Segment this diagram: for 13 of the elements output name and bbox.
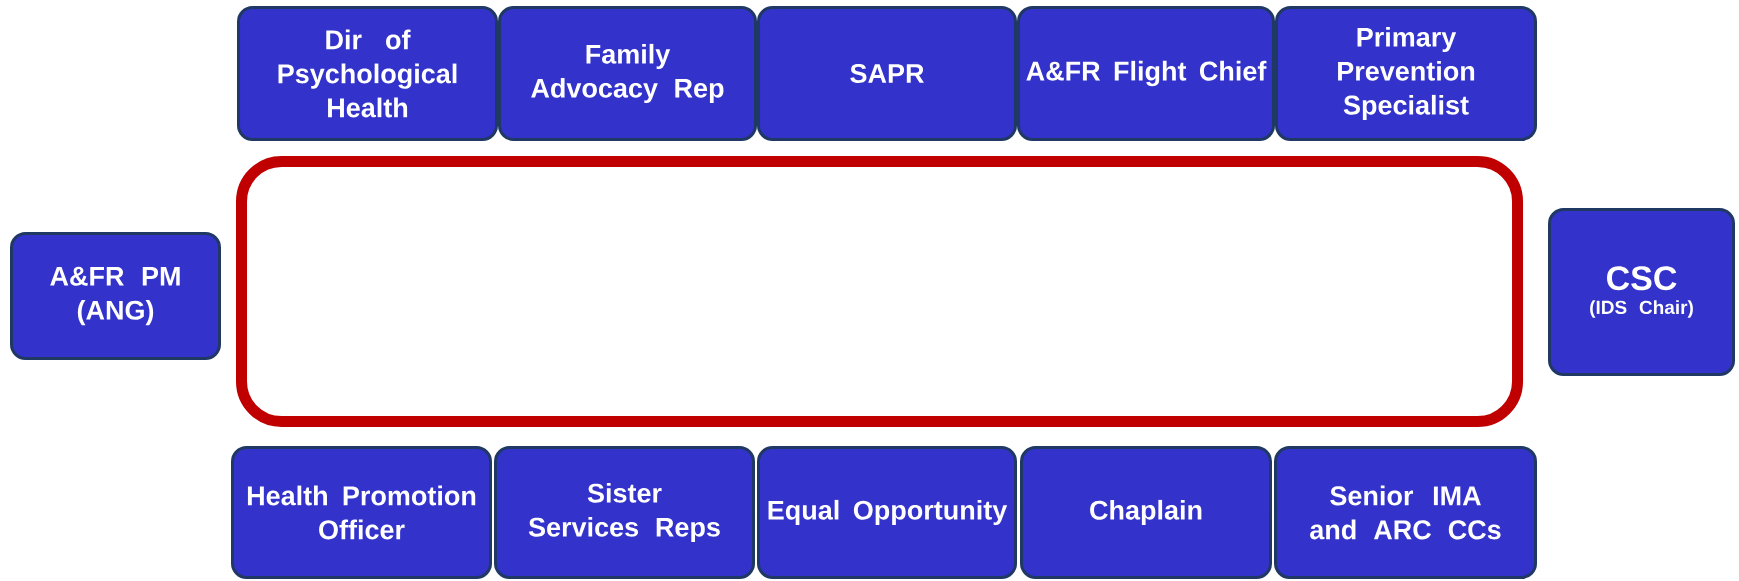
role-box: Senior IMA and ARC CCs xyxy=(1274,446,1537,579)
role-box: SAPR xyxy=(757,6,1017,141)
role-box: A&FR Flight Chief xyxy=(1017,6,1275,141)
role-box: CSC (IDS Chair) xyxy=(1548,208,1735,376)
role-box: Sister Services Reps xyxy=(494,446,755,579)
role-box: Dir of Psychological Health xyxy=(237,6,498,141)
role-box: Equal Opportunity xyxy=(757,446,1017,579)
role-box: Health Promotion Officer xyxy=(231,446,492,579)
role-box: Chaplain xyxy=(1020,446,1272,579)
frame xyxy=(236,156,1523,427)
role-box: A&FR PM (ANG) xyxy=(10,232,221,360)
role-box: Family Advocacy Rep xyxy=(498,6,757,141)
role-box: Primary Prevention Specialist xyxy=(1275,6,1537,141)
